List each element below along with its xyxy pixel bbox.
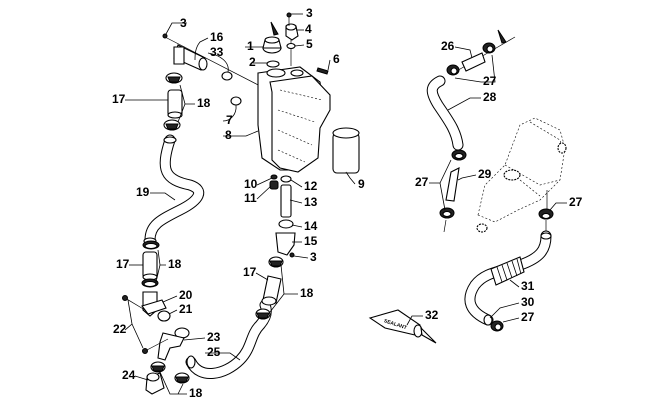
callout-11: 11 xyxy=(244,191,257,205)
elbow-fitting xyxy=(173,46,185,65)
callout-1: 1 xyxy=(247,39,254,53)
lower-left-assembly xyxy=(122,240,190,395)
clamp-18 xyxy=(268,256,284,268)
clamp-27 xyxy=(446,64,460,76)
sleeve-31 xyxy=(490,256,525,286)
callout-10: 10 xyxy=(244,177,258,191)
clamp-27 xyxy=(490,320,504,332)
callout-5: 5 xyxy=(306,37,313,51)
callout-23: 23 xyxy=(207,330,221,344)
callout-25: 25 xyxy=(207,345,221,359)
washer-10 xyxy=(270,174,278,180)
arrow-icon xyxy=(270,21,279,36)
upper-elbow-assembly xyxy=(162,33,269,131)
arrow-icon xyxy=(497,29,507,44)
clamp-27 xyxy=(451,149,467,161)
washer-5 xyxy=(286,42,296,50)
callout-3: 3 xyxy=(310,250,317,264)
plug-11 xyxy=(269,180,279,190)
callout-28: 28 xyxy=(483,90,497,104)
callout-14: 14 xyxy=(304,219,318,233)
cap-1 xyxy=(262,36,282,54)
clamp-27 xyxy=(482,42,496,54)
callout-17: 17 xyxy=(112,92,126,106)
leader-lines xyxy=(124,13,567,395)
callout-17: 17 xyxy=(116,257,130,271)
callout-32: 32 xyxy=(425,308,439,322)
callout-3: 3 xyxy=(306,6,313,20)
hose-19 xyxy=(143,134,205,246)
o-ring-2 xyxy=(266,60,280,68)
callout-27: 27 xyxy=(521,310,535,324)
callout-24: 24 xyxy=(122,368,136,382)
clamp-18 xyxy=(141,278,159,288)
elbow-23 xyxy=(157,332,185,361)
callout-22: 22 xyxy=(113,322,127,336)
clamp-27 xyxy=(538,208,554,220)
filter-9 xyxy=(332,127,360,174)
callout-4: 4 xyxy=(305,22,312,36)
sealant-tube-32: SEALANT xyxy=(368,309,437,344)
screw-6 xyxy=(316,67,329,75)
callout-16: 16 xyxy=(210,30,224,44)
o-ring-21 xyxy=(157,310,171,322)
connector-26 xyxy=(461,52,486,72)
callout-3: 3 xyxy=(180,16,187,30)
hose-25 xyxy=(185,299,272,379)
hose-28 xyxy=(426,75,464,151)
elbow-15 xyxy=(275,232,296,256)
callout-18: 18 xyxy=(189,386,203,400)
hose-30 xyxy=(464,230,552,326)
clamp-18 xyxy=(163,119,181,131)
callout-17: 17 xyxy=(243,265,257,279)
fill-neck xyxy=(266,68,286,78)
callout-2: 2 xyxy=(249,55,256,69)
elbow-4 xyxy=(285,23,299,41)
clamp-18 xyxy=(255,308,271,320)
callout-19: 19 xyxy=(136,185,150,199)
callout-31: 31 xyxy=(521,279,535,293)
clamp-27 xyxy=(439,207,455,219)
callout-18: 18 xyxy=(197,96,211,110)
callout-27: 27 xyxy=(569,195,583,209)
callout-33: 33 xyxy=(210,45,224,59)
screw-3 xyxy=(162,33,168,39)
screw-3 xyxy=(286,12,292,18)
o-ring-12 xyxy=(280,175,292,183)
bolt-22 xyxy=(122,295,128,301)
o-ring-14 xyxy=(278,219,294,229)
tube-13 xyxy=(280,184,292,218)
callout-18: 18 xyxy=(168,257,182,271)
screw-3 xyxy=(289,252,295,258)
callout-21: 21 xyxy=(179,302,193,316)
tube-29 xyxy=(445,167,460,202)
callout-15: 15 xyxy=(304,234,318,248)
callout-6: 6 xyxy=(333,52,340,66)
grommet-7 xyxy=(230,96,242,106)
callout-18: 18 xyxy=(300,286,314,300)
callout-27: 27 xyxy=(483,74,497,88)
sleeve-17 xyxy=(261,275,282,306)
callout-27: 27 xyxy=(415,175,429,189)
clamp-18 xyxy=(142,240,160,250)
callout-8: 8 xyxy=(225,128,232,142)
bolt-22 xyxy=(142,348,148,354)
vent-assembly xyxy=(446,29,516,76)
callout-29: 29 xyxy=(478,167,492,181)
callout-30: 30 xyxy=(521,295,535,309)
clamp-18 xyxy=(174,372,190,384)
callout-7: 7 xyxy=(226,113,233,127)
o-ring-33 xyxy=(221,71,233,81)
clamp-18 xyxy=(150,361,166,373)
callout-26: 26 xyxy=(441,39,455,53)
callout-13: 13 xyxy=(304,195,318,209)
callout-labels: 1233345678910111213141516171717181818181… xyxy=(112,6,583,400)
reservoir xyxy=(476,117,567,233)
callout-20: 20 xyxy=(179,288,193,302)
callout-9: 9 xyxy=(358,177,365,191)
clamp-18 xyxy=(165,72,183,84)
tube-16-end xyxy=(198,57,208,71)
oil-tank-8 xyxy=(257,66,331,173)
callout-12: 12 xyxy=(304,179,318,193)
